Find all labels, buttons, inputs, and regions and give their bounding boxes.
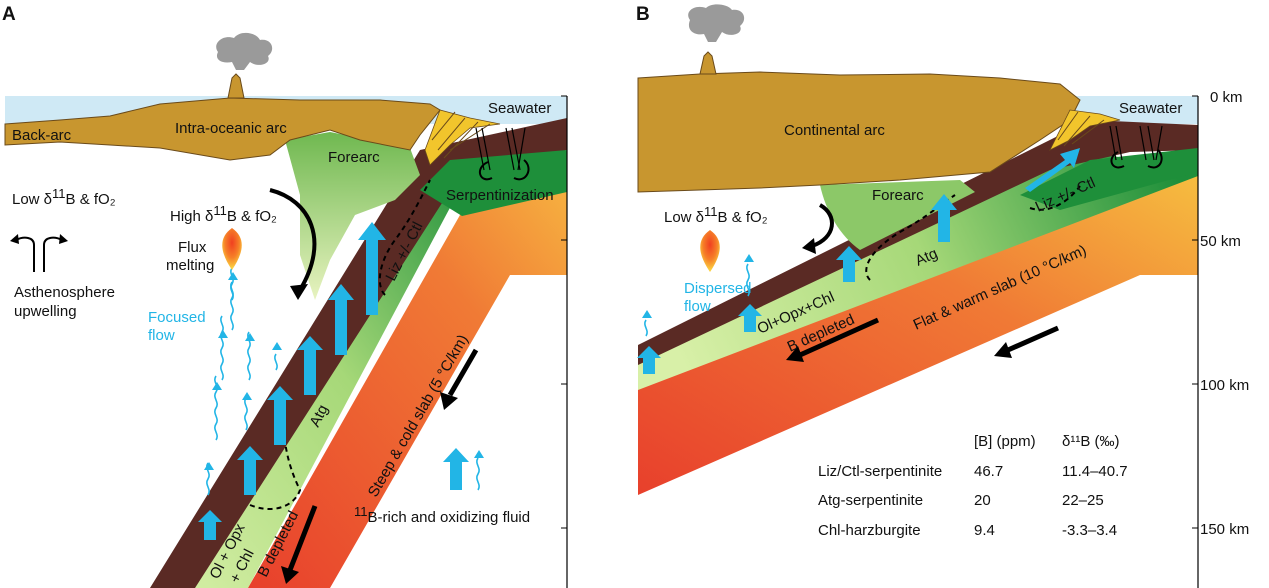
back-arc-label: Back-arc (12, 127, 72, 144)
asthenosphere-arrows-a (15, 236, 63, 272)
table-row-2-b: 9.4 (974, 522, 995, 539)
volcano-a (227, 73, 245, 99)
intra-oceanic-arc-crust (4, 97, 441, 161)
slab-motion-arrow-a1 (447, 348, 479, 397)
asthenosphere-label-line1: Asthenosphere (14, 284, 115, 301)
depth-tick-0: 0 km (1210, 89, 1243, 106)
forearc-label-a: Forearc (328, 149, 380, 166)
corner-flow-arrow-a (269, 188, 317, 292)
serpentinization-zone-a (420, 150, 567, 216)
table-row-1-d11b: 22–25 (1062, 492, 1104, 509)
forearc-a (285, 132, 420, 300)
fault-arrows-b (1109, 125, 1163, 161)
volcano-cloud-a (216, 32, 273, 70)
seawater-label-a: Seawater (488, 100, 551, 117)
slab-body-a (248, 190, 567, 588)
table-row-2-d11b: -3.3–3.4 (1062, 522, 1117, 539)
serpentinized-mantle-b (638, 150, 1198, 390)
accretionary-wedge-b (1049, 109, 1121, 151)
melt-droplet-a (222, 228, 242, 270)
accretionary-wedge-a (424, 109, 501, 166)
table-header-b-ppm: [B] (ppm) (974, 433, 1036, 450)
low-b-label-b: Low δ11B & fO₂ (664, 204, 768, 226)
low-b-label-a: Low δ11B & fO₂ (12, 186, 116, 208)
forearc-b (820, 180, 975, 250)
fluid-arrows-b (637, 148, 1080, 374)
volcano-cloud-b (688, 4, 745, 42)
table-row-0-b: 46.7 (974, 463, 1003, 480)
flux-melting-label-line2: melting (166, 257, 214, 274)
table-row-0-name: Liz/Ctl-serpentinite (818, 463, 942, 480)
slab-body-b (638, 165, 1198, 495)
asthenosphere-label-line2: upwelling (14, 303, 77, 320)
focused-flow-label-line2: flow (148, 327, 175, 344)
depth-tick-50: 50 km (1200, 233, 1241, 250)
panel-a: A Back-arc Intra-oceanic arc Seawater Fo… (2, 4, 568, 588)
corner-flow-arrow-b (811, 203, 834, 248)
panel-a-letter: A (2, 4, 16, 25)
liz-ctl-boundary-b (1029, 185, 1081, 211)
volcano-b (699, 51, 717, 75)
liz-ctl-boundary-a (378, 179, 431, 296)
seawater-label-b: Seawater (1119, 100, 1182, 117)
dispersed-flow-label-line1: Dispersed (684, 280, 752, 297)
slab-motion-arrow-a2 (287, 505, 318, 571)
serpentinization-label: Serpentinization (446, 187, 554, 204)
composition-table: [B] (ppm) δ¹¹B (‰) Liz/Ctl-serpentinite … (818, 433, 1128, 539)
focused-flow-label-line1: Focused (148, 309, 206, 326)
slab-motion-arrow-b2 (1006, 325, 1060, 353)
depth-tick-150: 150 km (1200, 521, 1249, 538)
fault-arrows-a (475, 127, 526, 171)
table-row-0-d11b: 11.4–40.7 (1062, 463, 1128, 480)
atg-boundary-b (865, 194, 956, 281)
slab-crust-b (638, 120, 1198, 365)
table-header-d11b: δ¹¹B (‰) (1062, 433, 1120, 450)
panel-b: 0 km 50 km 100 km 150 km (636, 4, 1249, 588)
melt-droplet-b (700, 230, 720, 272)
depth-tick-100: 100 km (1200, 377, 1249, 394)
high-b-label-a: High δ11B & fO₂ (170, 203, 277, 225)
intra-oceanic-arc-label: Intra-oceanic arc (175, 120, 287, 137)
slab-motion-arrow-b1 (798, 317, 880, 358)
b-rich-fluid-label: 11B-rich and oxidizing fluid (354, 504, 530, 526)
dispersed-flow-label-line2: flow (684, 298, 711, 315)
table-row-1-name: Atg-serpentinite (818, 492, 923, 509)
continental-arc-label: Continental arc (784, 122, 885, 139)
table-row-2-name: Chl-harzburgite (818, 522, 921, 539)
serpentinization-zone-b (1020, 148, 1198, 210)
table-row-1-b: 20 (974, 492, 991, 509)
panel-b-letter: B (636, 4, 650, 25)
flux-melting-label-line1: Flux (178, 239, 207, 256)
forearc-label-b: Forearc (872, 187, 924, 204)
fluid-arrows-a (198, 222, 469, 540)
